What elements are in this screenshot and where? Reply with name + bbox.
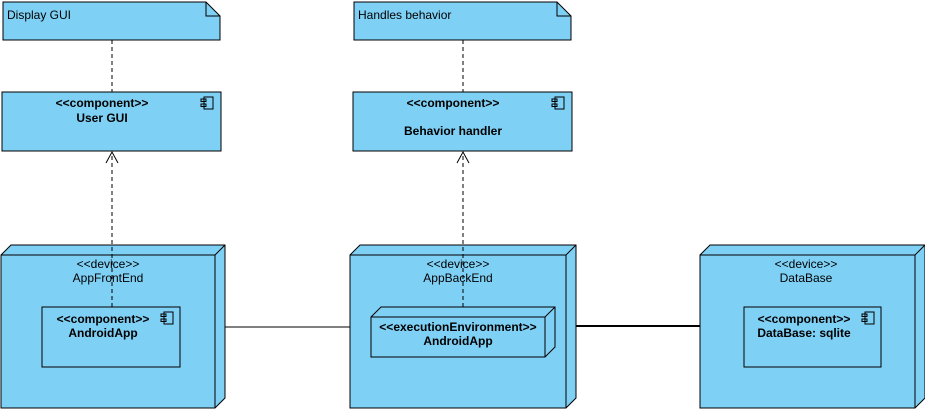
database-name: DataBase	[780, 271, 833, 285]
database-stereotype: <<device>>	[775, 257, 838, 271]
user-gui-stereotype: <<component>>	[56, 96, 149, 110]
front-end-stereotype: <<device>>	[77, 257, 140, 271]
note-display-gui-text: Display GUI	[7, 8, 71, 22]
back-inner-stereotype: <<executionEnvironment>>	[379, 320, 536, 334]
user-gui-name: User GUI	[76, 111, 127, 125]
component-android-app-front[interactable]: <<component>> AndroidApp	[41, 306, 181, 368]
back-inner-name: AndroidApp	[423, 334, 492, 348]
device-app-back-end[interactable]: <<device>> AppBackEnd <<executionEnviron…	[349, 244, 577, 409]
component-icon	[551, 96, 565, 110]
dependency-front-to-user-gui	[105, 150, 119, 307]
execution-environment-android-app[interactable]: <<executionEnvironment>> AndroidApp	[370, 306, 556, 358]
note-handles-behavior[interactable]: Handles behavior	[353, 1, 572, 41]
note-display-gui[interactable]: Display GUI	[2, 1, 221, 41]
component-behavior-handler[interactable]: <<component>> Behavior handler	[352, 91, 573, 152]
component-icon	[200, 96, 214, 110]
database-inner-name: DataBase: sqlite	[757, 326, 851, 340]
note-handles-behavior-text: Handles behavior	[358, 8, 451, 22]
back-end-name: AppBackEnd	[423, 271, 492, 285]
device-app-front-end[interactable]: <<device>> AppFrontEnd <<component>> And…	[0, 244, 226, 409]
component-database-sqlite[interactable]: <<component>> DataBase: sqlite	[743, 306, 882, 368]
back-end-stereotype: <<device>>	[427, 257, 490, 271]
database-inner-stereotype: <<component>>	[758, 312, 851, 326]
front-end-name: AppFrontEnd	[73, 271, 144, 285]
component-icon	[160, 311, 174, 325]
dependency-back-to-behavior-handler	[456, 150, 470, 307]
behavior-handler-stereotype: <<component>>	[407, 96, 500, 110]
component-user-gui[interactable]: <<component>> User GUI	[1, 91, 222, 152]
front-inner-name: AndroidApp	[68, 326, 137, 340]
front-inner-stereotype: <<component>>	[57, 312, 150, 326]
behavior-handler-name: Behavior handler	[404, 124, 502, 138]
device-database[interactable]: <<device>> DataBase <<component>> DataBa…	[699, 244, 925, 409]
component-icon	[861, 311, 875, 325]
